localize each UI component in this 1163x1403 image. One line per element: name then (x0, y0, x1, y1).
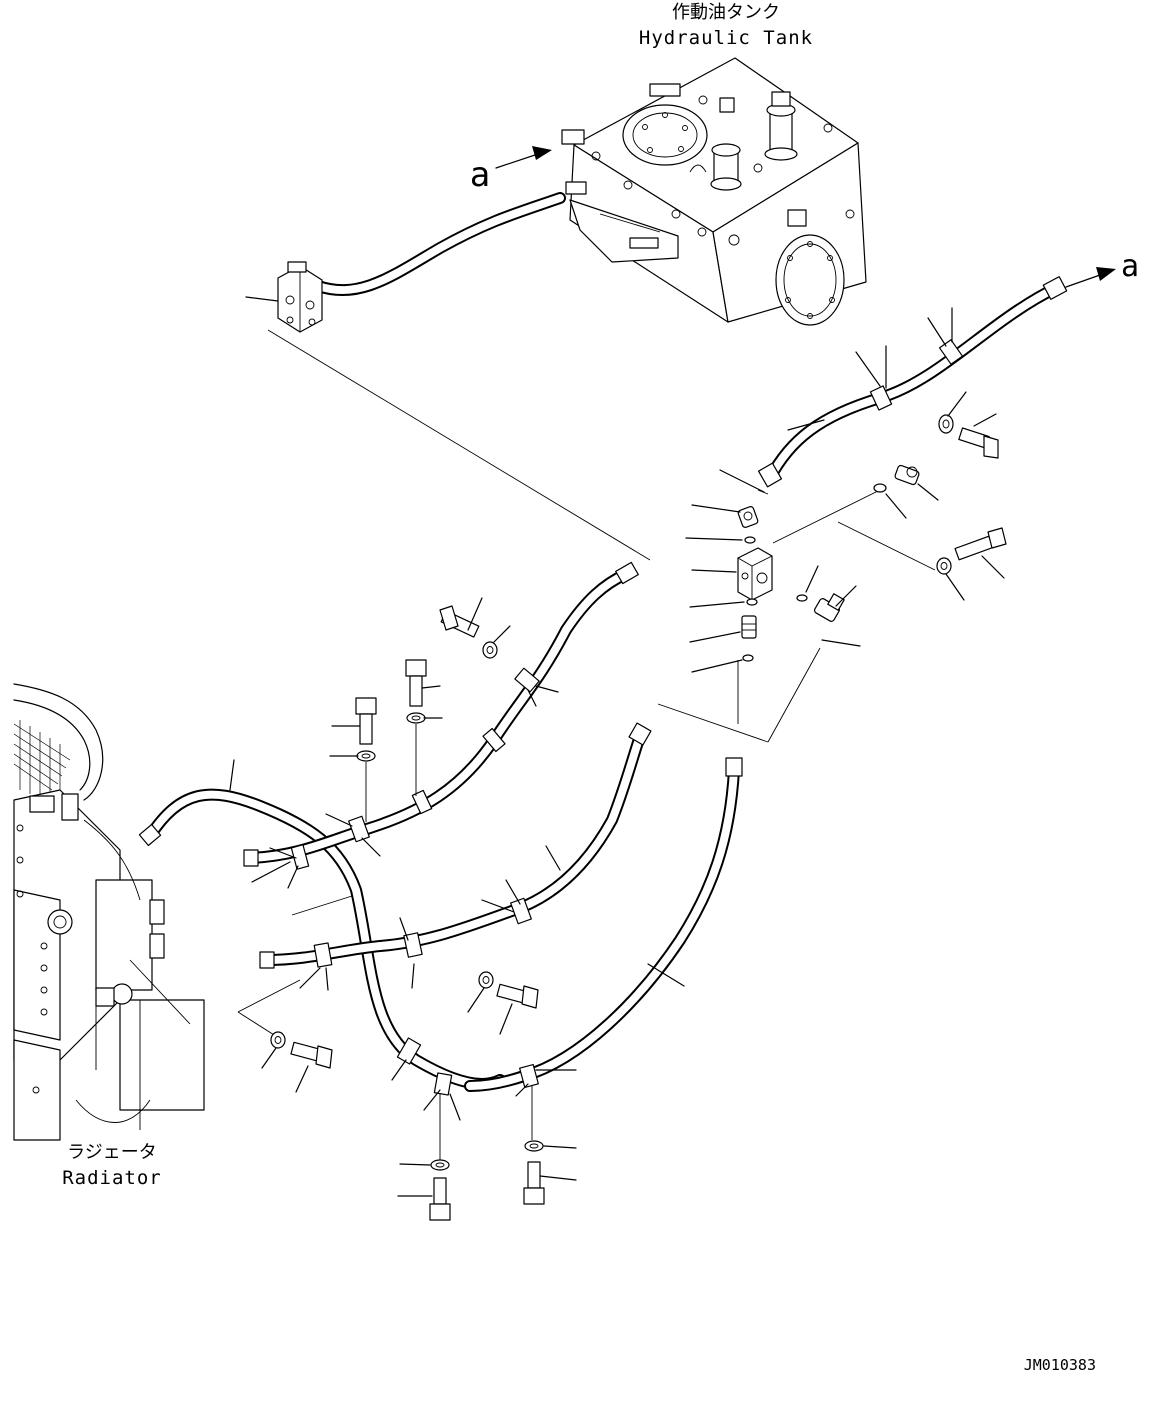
clamp-icon (403, 932, 423, 958)
washer-icon (938, 414, 954, 434)
clamp-icon (514, 667, 540, 693)
bolt-icon (429, 1177, 451, 1221)
bolt-icon (290, 1041, 333, 1069)
clamp-icon (510, 897, 532, 925)
clamp-icon (313, 942, 333, 968)
drawing-number: JM010383 (1024, 1356, 1096, 1374)
radiator (13, 683, 205, 1141)
elbow-fitting-icon (813, 593, 845, 622)
hydraulic-tank-label-en: Hydraulic Tank (639, 27, 813, 49)
o-ring-icon (746, 598, 758, 606)
arrow-icon (495, 146, 552, 169)
clamp-icon (482, 727, 506, 753)
connection-lines (237, 329, 936, 1041)
o-ring-icon (796, 594, 808, 602)
clamp-icon (290, 844, 310, 870)
elbow-fitting-icon (737, 506, 759, 528)
washer-icon (270, 1031, 286, 1049)
hydraulic-tank (561, 57, 867, 326)
clamp-icon (433, 1072, 453, 1096)
bolt-icon (958, 427, 999, 459)
view-reference-left: a (470, 155, 490, 195)
washer-icon (406, 712, 426, 724)
hydraulic-tank-label-jp: 作動油タンク (672, 2, 780, 23)
clamp-icon (519, 1063, 539, 1089)
elbow-fitting-icon (741, 615, 757, 639)
washer-icon (478, 971, 494, 989)
washer-icon (482, 641, 498, 659)
hose-icon (464, 757, 743, 1092)
washer-icon (936, 557, 952, 575)
hose-icon (312, 192, 566, 296)
bolt-icon (405, 659, 427, 707)
radiator-label-jp: ラジェータ (67, 1142, 157, 1163)
hose-icon (243, 561, 639, 867)
radiator-label-en: Radiator (62, 1167, 162, 1189)
clamp-icon (411, 789, 433, 815)
o-ring-icon (742, 654, 754, 662)
hose-icon (138, 788, 506, 1090)
washer-icon (430, 1159, 450, 1171)
o-ring-icon (744, 536, 756, 544)
elbow-fitting-icon (894, 464, 920, 486)
view-reference-right: a (1121, 249, 1139, 284)
o-ring-icon (873, 483, 887, 493)
valve-block-icon (277, 261, 323, 333)
washer-icon (524, 1140, 544, 1152)
bolt-icon (496, 983, 539, 1009)
washer-icon (356, 750, 376, 762)
clamp-icon (869, 385, 893, 411)
valve-block-icon (737, 547, 773, 601)
bolt-icon (439, 605, 480, 638)
bolt-icon (355, 697, 377, 745)
arrow-icon (1065, 267, 1116, 288)
bolt-icon (954, 527, 1007, 561)
clamp-icon (396, 1037, 422, 1065)
bolt-icon (523, 1161, 545, 1205)
